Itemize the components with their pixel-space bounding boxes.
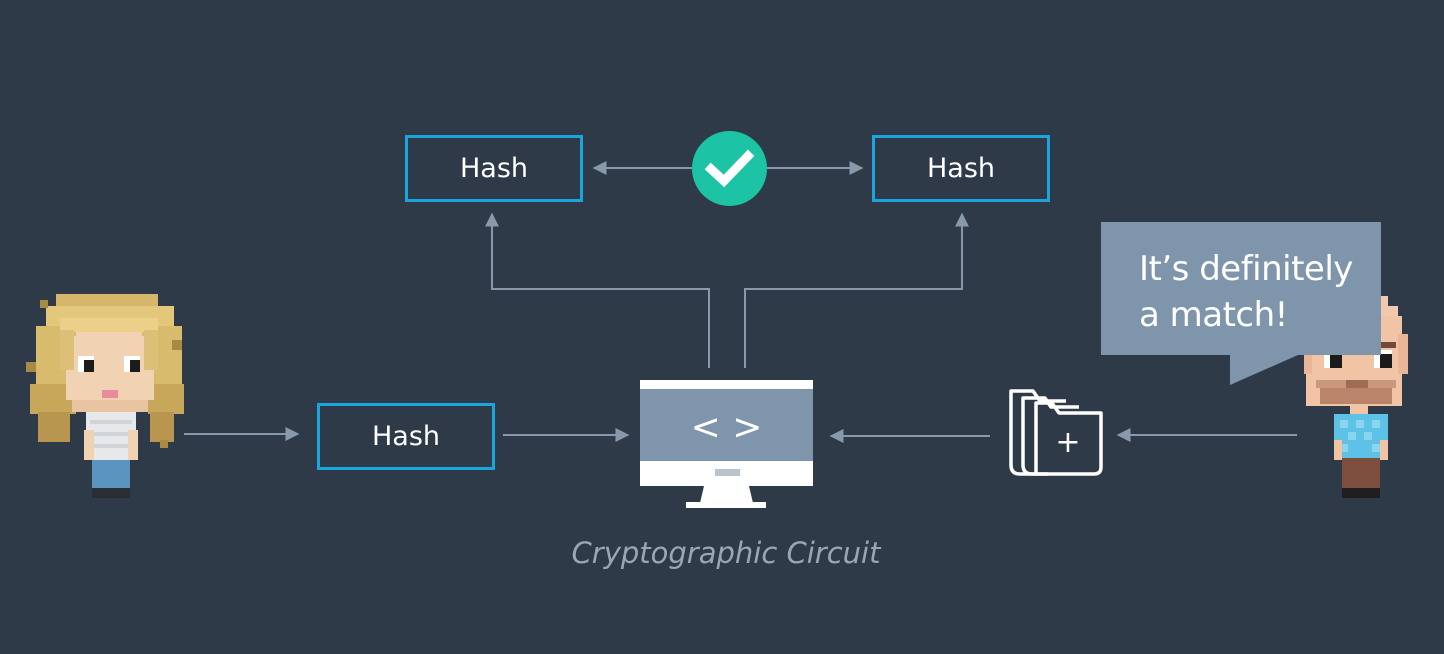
hash-box-top-left: Hash [405,135,583,202]
diagram-caption: Cryptographic Circuit [571,536,881,570]
match-badge [692,131,767,206]
speech-line-2: a match! [1139,295,1288,335]
plus-glyph: + [1055,425,1080,460]
speech-bubble [1101,222,1381,355]
arrow-computer-to-right-hash [744,212,969,368]
code-glyph: < > [691,407,763,448]
hash-box-bottom: Hash [317,403,495,470]
check-icon [704,149,755,188]
speech-line-1: It’s definitely [1139,249,1353,289]
hash-box-top-right: Hash [872,135,1050,202]
arrow-computer-to-left-hash [485,212,710,368]
speech-bubble-text: It’s definitely a match! [1139,246,1369,338]
speech-bubble-tail [1230,355,1298,385]
